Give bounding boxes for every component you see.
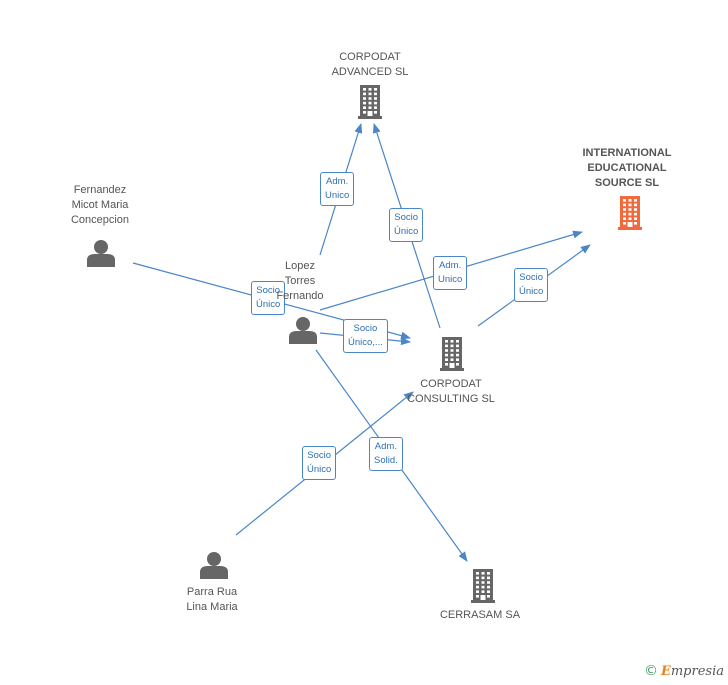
node-label-advanced[interactable]: CORPODAT ADVANCED SL bbox=[295, 50, 445, 80]
edge-label-line: Único,... bbox=[348, 337, 383, 348]
icons-layer bbox=[87, 85, 642, 603]
node-label-line: SOURCE SL bbox=[594, 177, 660, 189]
edge-label-lopez-to-cerrasam[interactable]: Adm. Solid. bbox=[369, 437, 403, 471]
node-label-line: Torres bbox=[284, 275, 316, 287]
node-label-line: Concepcion bbox=[70, 214, 130, 226]
edge-label-line: Socio bbox=[353, 323, 378, 334]
edge-label-line: Unico bbox=[325, 190, 350, 201]
footer-brand[interactable]: ©Empresia bbox=[644, 663, 724, 679]
person-icon-lopez[interactable] bbox=[289, 317, 317, 344]
node-label-line: CORPODAT bbox=[339, 51, 401, 63]
edge-label-line: Único bbox=[256, 299, 281, 310]
brand-name: mpresia bbox=[670, 664, 724, 679]
edge-label-line: Unico bbox=[438, 274, 463, 285]
building-icon-cerrasam[interactable] bbox=[471, 569, 495, 603]
edge-label-line: Adm. bbox=[439, 260, 462, 271]
node-label-line: EDUCATIONAL bbox=[587, 162, 667, 174]
edge-label-line: Único bbox=[394, 226, 419, 237]
node-label-consulting[interactable]: CORPODAT CONSULTING SL bbox=[376, 377, 526, 407]
node-label-line: Lina Maria bbox=[186, 601, 238, 613]
person-icon-fernandez[interactable] bbox=[87, 240, 115, 267]
copyright-symbol: © bbox=[643, 663, 658, 679]
node-label-line: Micot Maria bbox=[71, 199, 129, 211]
node-label-line: Fernandez bbox=[73, 184, 127, 196]
edge-label-line: Socio bbox=[394, 212, 419, 223]
node-label-line: Fernando bbox=[276, 290, 324, 302]
edge-label-line: Único bbox=[307, 464, 332, 475]
node-label-line: ADVANCED SL bbox=[331, 66, 409, 78]
node-label-cerrasam[interactable]: CERRASAM SA bbox=[405, 608, 555, 623]
node-label-line: Lopez bbox=[285, 260, 315, 272]
node-label-ies[interactable]: INTERNATIONAL EDUCATIONAL SOURCE SL bbox=[552, 146, 702, 191]
node-label-line: Parra Rua bbox=[186, 586, 238, 598]
edge-label-lopez-to-ies[interactable]: Adm. Unico bbox=[433, 256, 468, 290]
person-icon-parra[interactable] bbox=[200, 552, 228, 579]
edge-label-line: Socio bbox=[256, 285, 281, 296]
building-icon-ies[interactable] bbox=[618, 196, 642, 230]
edge-label-line: Adm. bbox=[326, 176, 349, 187]
edge-label-line: Único bbox=[519, 286, 544, 297]
building-icon-consulting[interactable] bbox=[440, 337, 464, 371]
edge-label-lopez-to-advanced[interactable]: Adm. Unico bbox=[320, 172, 355, 206]
node-label-line: CONSULTING SL bbox=[407, 393, 495, 405]
node-label-line: CERRASAM SA bbox=[439, 609, 521, 621]
edge-label-line: Socio bbox=[307, 450, 332, 461]
brand-initial: E bbox=[660, 664, 671, 679]
node-label-line: CORPODAT bbox=[420, 378, 482, 390]
edge-label-line: Socio bbox=[519, 272, 544, 283]
edge-label-line: Adm. bbox=[374, 441, 397, 452]
node-label-line: INTERNATIONAL bbox=[582, 147, 672, 159]
edge-label-line: Solid. bbox=[374, 455, 398, 466]
building-icon-advanced[interactable] bbox=[358, 85, 382, 119]
